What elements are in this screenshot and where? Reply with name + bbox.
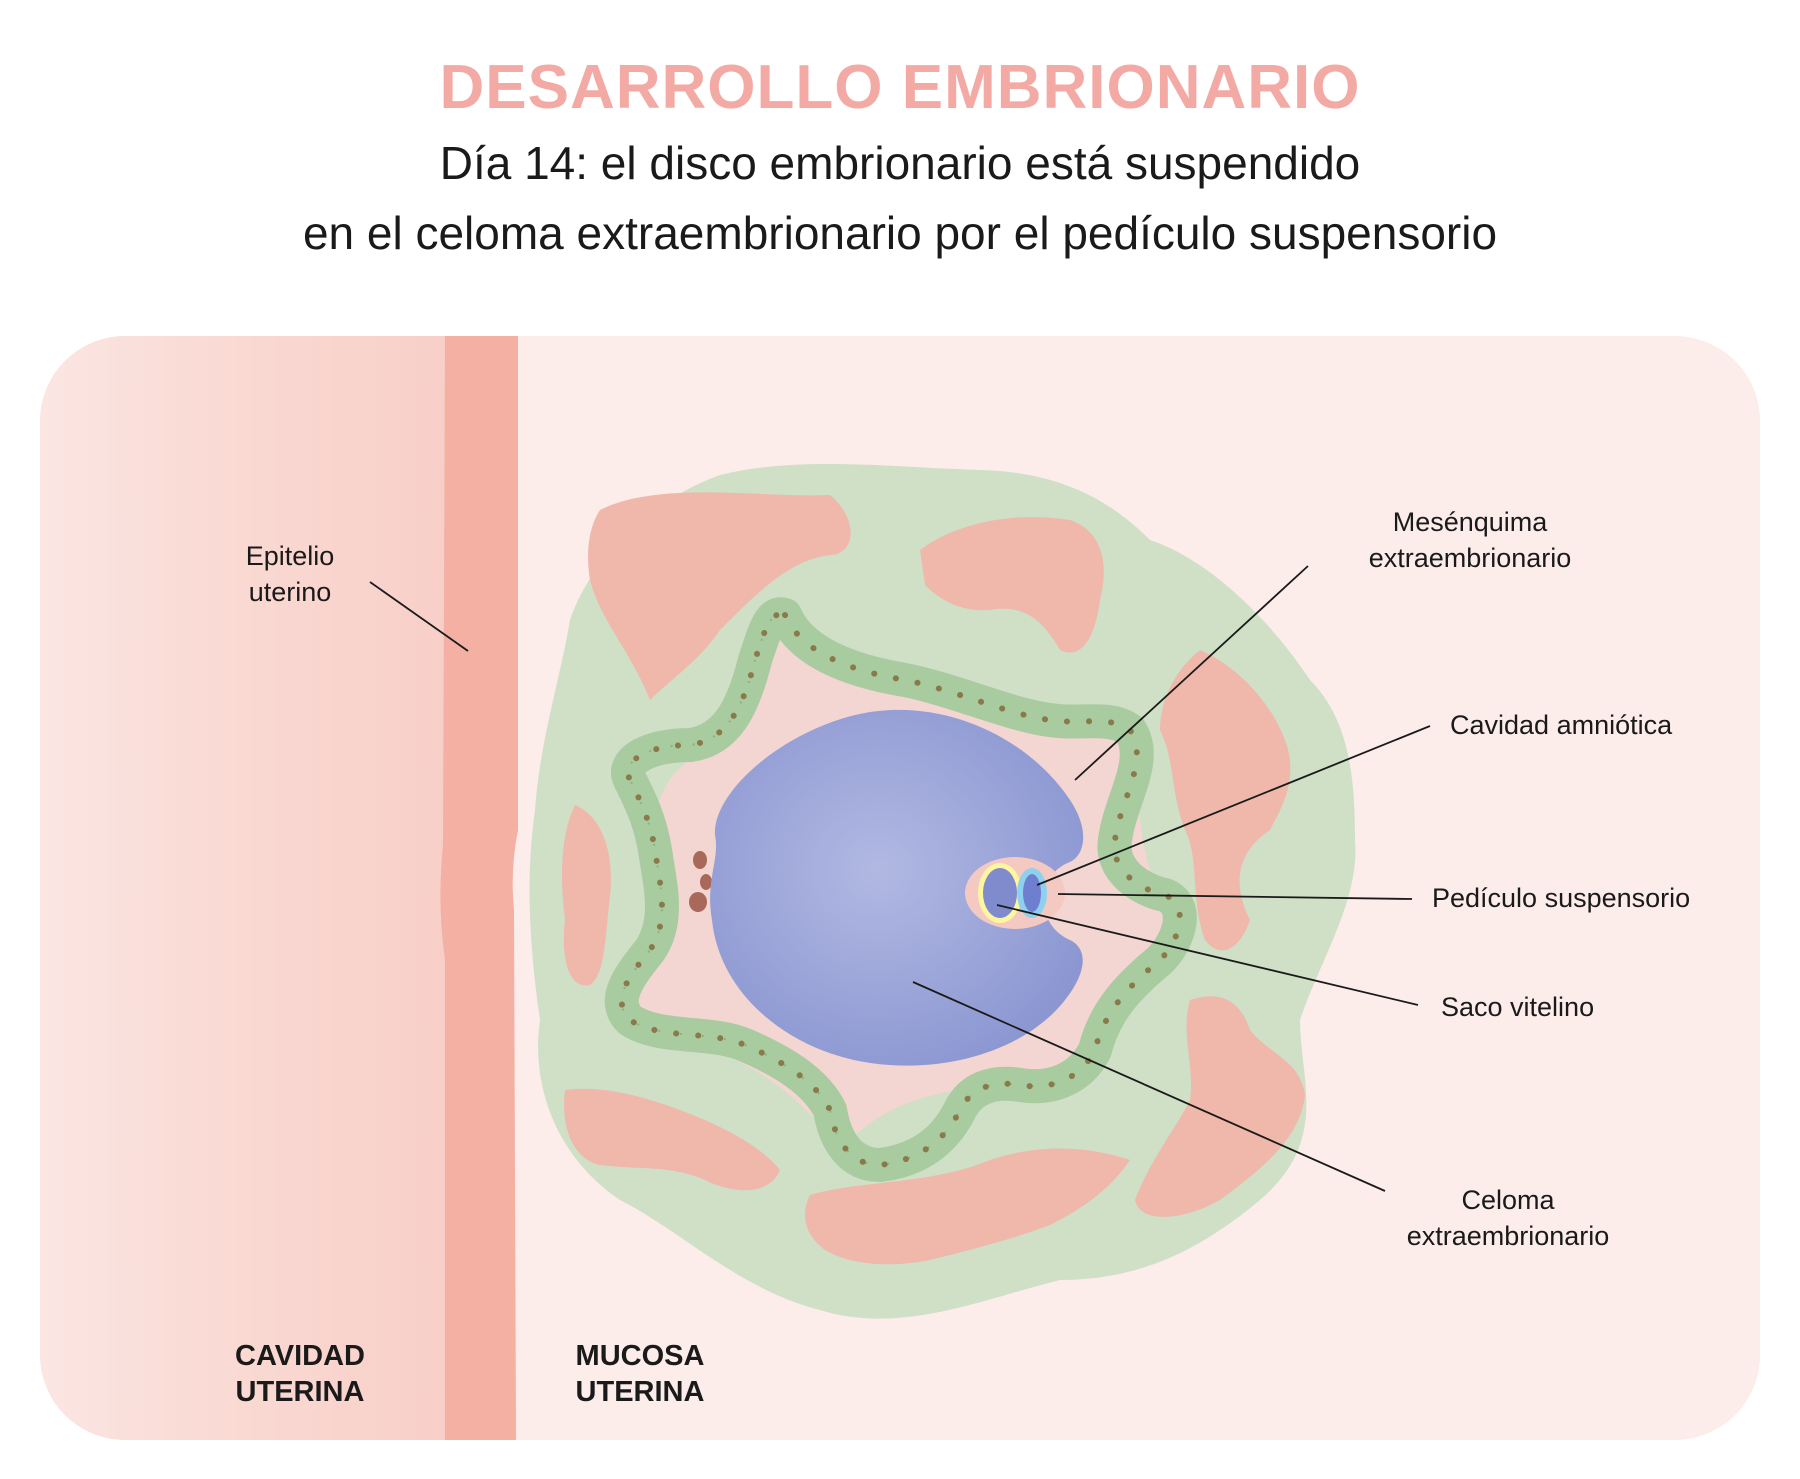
- label-mesenquima: Mesénquima extraembrionario: [1320, 504, 1620, 576]
- label-mesenquima-line1: Mesénquima: [1392, 507, 1548, 537]
- uterine-cavity: [40, 336, 448, 1440]
- region-cavidad-line1: CAVIDAD: [235, 1340, 365, 1372]
- region-cavidad-uterina: CAVIDAD UTERINA: [200, 1338, 400, 1410]
- page-title: DESARROLLO EMBRIONARIO: [439, 53, 1361, 122]
- brown-cells: [689, 851, 712, 912]
- subtitle-line-1: Día 14: el disco embrionario está suspen…: [439, 137, 1361, 189]
- label-mesenquima-line2: extraembrionario: [1368, 543, 1572, 573]
- label-cavidad-amniotica: Cavidad amniótica: [1450, 710, 1673, 740]
- region-mucosa-line1: MUCOSA: [575, 1340, 705, 1372]
- maternal-lacunae: [562, 492, 1305, 1265]
- label-celoma-line1: Celoma: [1461, 1185, 1555, 1215]
- label-epitelio-line1: Epitelio: [245, 541, 335, 571]
- leader-lines: [369, 565, 1431, 1192]
- region-cavidad-line2: UTERINA: [235, 1376, 365, 1408]
- subtitle-line-2: en el celoma extraembrionario por el ped…: [302, 207, 1498, 259]
- region-mucosa-line2: UTERINA: [575, 1376, 705, 1408]
- label-epitelio-uterino: Epitelio uterino: [210, 538, 370, 610]
- region-mucosa-uterina: MUCOSA UTERINA: [540, 1338, 740, 1410]
- label-saco-vitelino: Saco vitelino: [1441, 992, 1595, 1022]
- uterine-epithelium: [440, 336, 518, 1440]
- label-epitelio-line2: uterino: [248, 577, 332, 607]
- label-celoma: Celoma extraembrionario: [1358, 1182, 1658, 1254]
- label-celoma-line2: extraembrionario: [1406, 1221, 1610, 1251]
- label-pediculo: Pedículo suspensorio: [1432, 883, 1691, 913]
- yolk-sac: [710, 709, 1084, 1066]
